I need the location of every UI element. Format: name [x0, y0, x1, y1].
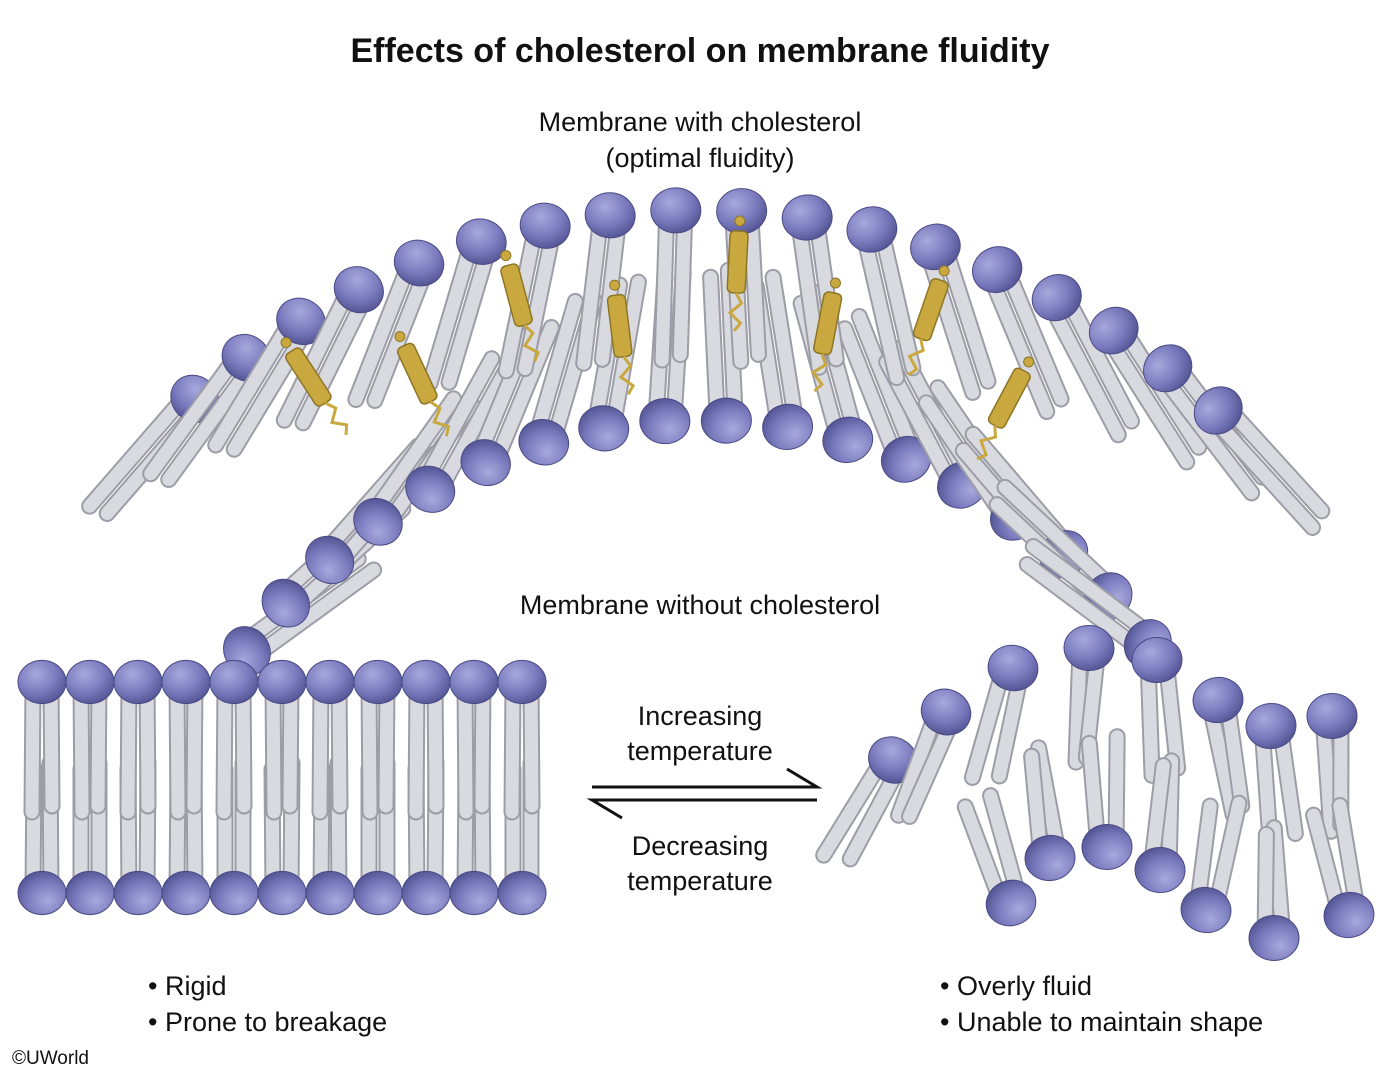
- phospholipid-head: [1323, 891, 1375, 939]
- phospholipid-head: [1024, 834, 1076, 882]
- phospholipid-head: [1063, 624, 1115, 672]
- phospholipid-head: [762, 403, 814, 450]
- phospholipid-head: [1248, 914, 1300, 962]
- phospholipid-head: [161, 870, 211, 916]
- equilibrium-arrows: [586, 767, 823, 820]
- increasing-temperature-label: Increasing temperature: [560, 699, 840, 769]
- phospholipid-head: [401, 659, 451, 705]
- phospholipid-head: [846, 206, 898, 253]
- phospholipid-head: [519, 202, 571, 249]
- phospholipid-head: [456, 218, 507, 265]
- phospholipid-head: [822, 416, 874, 464]
- property-item: Unable to maintain shape: [940, 1004, 1263, 1040]
- phospholipid-head: [985, 879, 1037, 927]
- phospholipid-head: [639, 398, 691, 445]
- phospholipid-head: [113, 659, 163, 705]
- bottom-membrane-label: Membrane without cholesterol: [519, 590, 881, 620]
- decreasing-label-line2: temperature: [627, 866, 773, 896]
- phospholipid-head: [920, 688, 972, 736]
- cholesterol-molecule: [810, 277, 843, 393]
- phospholipid-head: [987, 644, 1039, 692]
- fluid-membrane-properties: Overly fluid Unable to maintain shape: [940, 968, 1263, 1040]
- cholesterol-molecule: [280, 337, 349, 435]
- phospholipid-head: [584, 192, 636, 239]
- property-item: Rigid: [148, 968, 387, 1004]
- fluid-membrane: [815, 624, 1375, 962]
- phospholipid-head: [1192, 676, 1244, 724]
- property-item: Overly fluid: [940, 968, 1263, 1004]
- phospholipid-head: [449, 659, 499, 705]
- curved-membrane-with-cholesterol: [81, 187, 1331, 676]
- phospholipid-head: [161, 659, 211, 705]
- phospholipid-head: [1143, 344, 1193, 393]
- phospholipid-head: [261, 578, 310, 628]
- phospholipid-head: [578, 405, 630, 452]
- phospholipid-head: [305, 535, 355, 585]
- phospholipid-head: [17, 870, 67, 916]
- phospholipid-head: [1193, 386, 1243, 435]
- phospholipid-head: [1134, 846, 1186, 894]
- phospholipid-head: [257, 659, 307, 705]
- phospholipid-head: [113, 870, 163, 916]
- rigid-membrane-properties: Rigid Prone to breakage: [148, 968, 387, 1040]
- cholesterol-molecule: [500, 250, 540, 363]
- phospholipid-head: [497, 659, 547, 705]
- phospholipid-head: [257, 870, 307, 916]
- top-membrane-label-line1: Membrane with cholesterol: [538, 107, 862, 137]
- phospholipid-head: [393, 239, 445, 287]
- diagram-title: Effects of cholesterol on membrane fluid…: [350, 32, 1050, 70]
- phospholipid-head: [1131, 636, 1183, 684]
- phospholipid-head: [650, 187, 702, 234]
- phospholipid-head: [353, 870, 403, 916]
- decreasing-temperature-label: Decreasing temperature: [560, 829, 840, 899]
- phospholipid-head: [1081, 823, 1133, 871]
- phospholipid-head: [333, 266, 384, 314]
- phospholipid-head: [209, 870, 259, 916]
- phospholipid-head: [700, 397, 752, 444]
- phospholipid-head: [1306, 692, 1358, 740]
- phospholipid-head: [1245, 702, 1297, 750]
- copyright-notice: ©UWorld: [12, 1048, 89, 1069]
- phospholipid-head: [1180, 886, 1232, 934]
- phospholipid-head: [401, 870, 451, 916]
- decreasing-label-line1: Decreasing: [631, 831, 769, 861]
- cholesterol-molecule: [606, 279, 636, 396]
- phospholipid-head: [353, 659, 403, 705]
- phospholipid-head: [305, 659, 355, 705]
- phospholipid-head: [209, 659, 259, 705]
- top-membrane-label-line2: (optimal fluidity): [605, 143, 795, 173]
- phospholipid-head: [353, 497, 403, 546]
- phospholipid-head: [1088, 306, 1139, 355]
- cholesterol-molecule: [726, 215, 749, 332]
- reverse-arrow: [586, 798, 817, 820]
- phospholipid-head: [17, 659, 67, 705]
- phospholipid-head: [497, 870, 547, 916]
- phospholipid-head: [460, 439, 511, 487]
- property-item: Prone to breakage: [148, 1004, 387, 1040]
- phospholipid-head: [1031, 274, 1082, 322]
- phospholipid-head: [405, 465, 456, 513]
- phospholipid-head: [305, 870, 355, 916]
- phospholipid-head: [518, 419, 570, 466]
- phospholipid-head: [449, 870, 499, 916]
- cholesterol-molecule: [976, 356, 1035, 461]
- increasing-label-line1: Increasing: [637, 701, 763, 731]
- phospholipid-head: [65, 659, 115, 705]
- phospholipid-head: [781, 194, 833, 241]
- rigid-membrane: [17, 659, 547, 916]
- cholesterol-molecule: [394, 331, 451, 437]
- cholesterol-molecule: [907, 265, 950, 377]
- phospholipid-head: [65, 870, 115, 916]
- forward-arrow: [592, 767, 823, 789]
- top-membrane-label: Membrane with cholesterol (optimal fluid…: [0, 104, 1400, 176]
- increasing-label-line2: temperature: [627, 736, 773, 766]
- phospholipid-head: [972, 246, 1023, 294]
